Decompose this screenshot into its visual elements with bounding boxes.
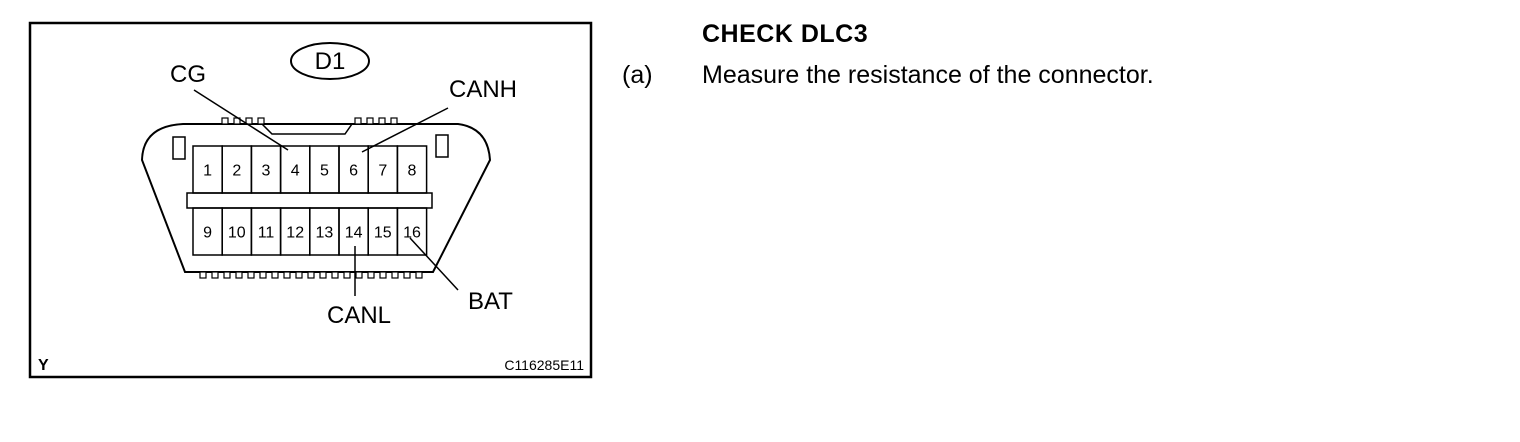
canh-leader-line: [361, 107, 449, 153]
step-text: Measure the resistance of the connector.: [702, 61, 1154, 89]
pin-number-16: 16: [403, 225, 421, 242]
bottom-serration-tooth: [319, 271, 327, 279]
pin-number-1: 1: [203, 163, 212, 180]
pin-number-3: 3: [262, 163, 271, 180]
pin-number-9: 9: [203, 225, 212, 242]
top-serration-tooth: [378, 117, 386, 125]
top-pin-cell: [396, 145, 428, 194]
pin-number-2: 2: [232, 163, 241, 180]
connector-id-label: D1: [315, 48, 346, 75]
bottom-serration-tooth: [211, 271, 219, 279]
step-label: (a): [622, 61, 653, 89]
bottom-serration-tooth: [379, 271, 387, 279]
pin-number-5: 5: [320, 163, 329, 180]
bottom-serration-tooth: [199, 271, 207, 279]
bottom-serration-tooth: [355, 271, 363, 279]
bottom-serration-tooth: [235, 271, 243, 279]
bottom-pin-cell: [396, 207, 428, 256]
pin-number-11: 11: [258, 225, 275, 242]
pin-number-6: 6: [349, 163, 358, 180]
cg-leader-line: [193, 89, 289, 151]
pin-number-8: 8: [408, 163, 417, 180]
left-latch: [172, 136, 186, 160]
callout-cg: CG: [170, 61, 206, 88]
pin-number-13: 13: [316, 225, 334, 242]
right-latch: [435, 134, 449, 158]
callout-canh: CANH: [449, 76, 517, 103]
pins-bottom-row: 9 10 11 12 13 14 15 16: [192, 207, 428, 256]
bat-leader-line: [409, 237, 459, 291]
check-title: CHECK DLC3: [702, 20, 869, 48]
figure-frame: [28, 21, 593, 379]
connector-key-notch: [261, 123, 353, 135]
bottom-serration-tooth: [283, 271, 291, 279]
callout-bat: BAT: [468, 288, 513, 315]
bottom-serration-tooth: [331, 271, 339, 279]
figure-corner-letter: Y: [38, 357, 49, 374]
bottom-serration-tooth: [307, 271, 315, 279]
bottom-serration-tooth: [271, 271, 279, 279]
figure-code: C116285E11: [504, 357, 584, 373]
pin-number-10: 10: [228, 225, 246, 242]
top-serrations: [221, 117, 398, 125]
top-serration-tooth: [257, 117, 265, 125]
pin-number-12: 12: [286, 225, 304, 242]
pin-number-4: 4: [291, 163, 300, 180]
bottom-serration-tooth: [259, 271, 267, 279]
connector-id-oval: [290, 42, 370, 80]
bottom-serration-tooth: [343, 271, 351, 279]
top-serration-tooth: [245, 117, 253, 125]
bottom-serration-tooth: [415, 271, 423, 279]
top-serration-tooth: [354, 117, 362, 125]
bottom-serration-tooth: [295, 271, 303, 279]
pin-number-15: 15: [374, 225, 392, 242]
top-serration-tooth: [366, 117, 374, 125]
top-serration-tooth: [390, 117, 398, 125]
center-divider: [186, 192, 433, 209]
bottom-serration-tooth: [403, 271, 411, 279]
bottom-serration-tooth: [247, 271, 255, 279]
pin-number-14: 14: [345, 225, 363, 242]
pins-top-row: 1 2 3 4 5 6 7 8: [192, 145, 428, 194]
pin-number-7: 7: [378, 163, 387, 180]
bottom-serration-tooth: [391, 271, 399, 279]
top-serration-tooth: [221, 117, 229, 125]
bottom-serrations: [199, 271, 423, 279]
bottom-serration-tooth: [367, 271, 375, 279]
callout-canl: CANL: [327, 302, 391, 329]
bottom-serration-tooth: [223, 271, 231, 279]
